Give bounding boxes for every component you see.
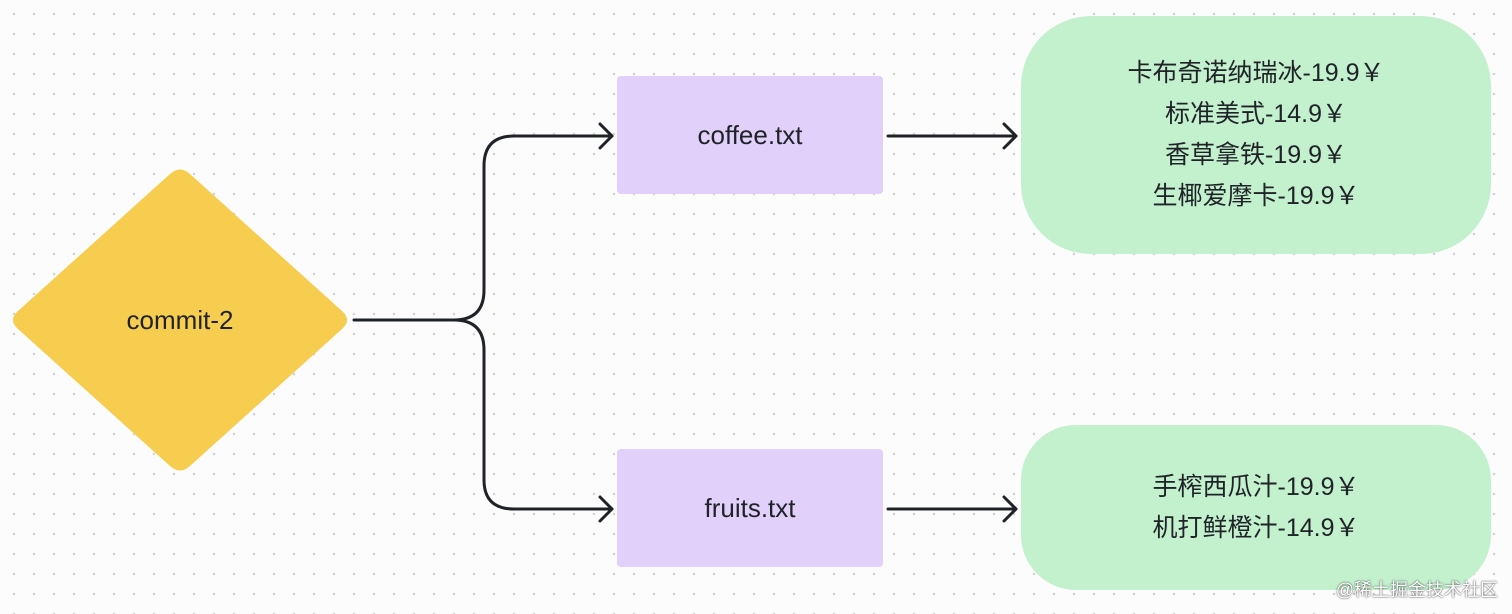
connector-commit-to-coffee <box>352 134 614 322</box>
menu-item: 标准美式-14.9￥ <box>1165 100 1347 128</box>
file-node-coffee[interactable]: coffee.txt <box>617 76 883 194</box>
arrowhead-coffee-contents <box>1002 122 1018 150</box>
menu-item: 香草拿铁-19.9￥ <box>1165 141 1347 169</box>
content-node-coffee[interactable]: 卡布奇诺纳瑞冰-19.9￥ 标准美式-14.9￥ 香草拿铁-19.9￥ 生椰爱摩… <box>1021 16 1491 254</box>
commit-node[interactable]: commit-2 <box>8 168 352 472</box>
connector-commit-to-fruits <box>452 318 614 511</box>
content-node-fruits[interactable]: 手榨西瓜汁-19.9￥ 机打鲜橙汁-14.9￥ <box>1021 425 1491 590</box>
watermark: @稀土掘金技术社区 <box>1335 580 1498 600</box>
commit-label: commit-2 <box>126 304 234 335</box>
arrowhead-fruits <box>598 495 614 523</box>
file-label-coffee: coffee.txt <box>697 119 803 150</box>
menu-item: 手榨西瓜汁-19.9￥ <box>1152 472 1360 501</box>
file-node-fruits[interactable]: fruits.txt <box>617 449 883 567</box>
file-label-fruits: fruits.txt <box>704 492 796 523</box>
menu-item: 生椰爱摩卡-19.9￥ <box>1152 182 1360 210</box>
menu-item: 卡布奇诺纳瑞冰-19.9￥ <box>1127 59 1385 87</box>
commit-diamond-shape <box>13 169 347 471</box>
arrowhead-fruits-contents <box>1002 495 1018 523</box>
menu-item: 机打鲜橙汁-14.9￥ <box>1152 513 1360 542</box>
arrowhead-coffee <box>598 122 614 150</box>
